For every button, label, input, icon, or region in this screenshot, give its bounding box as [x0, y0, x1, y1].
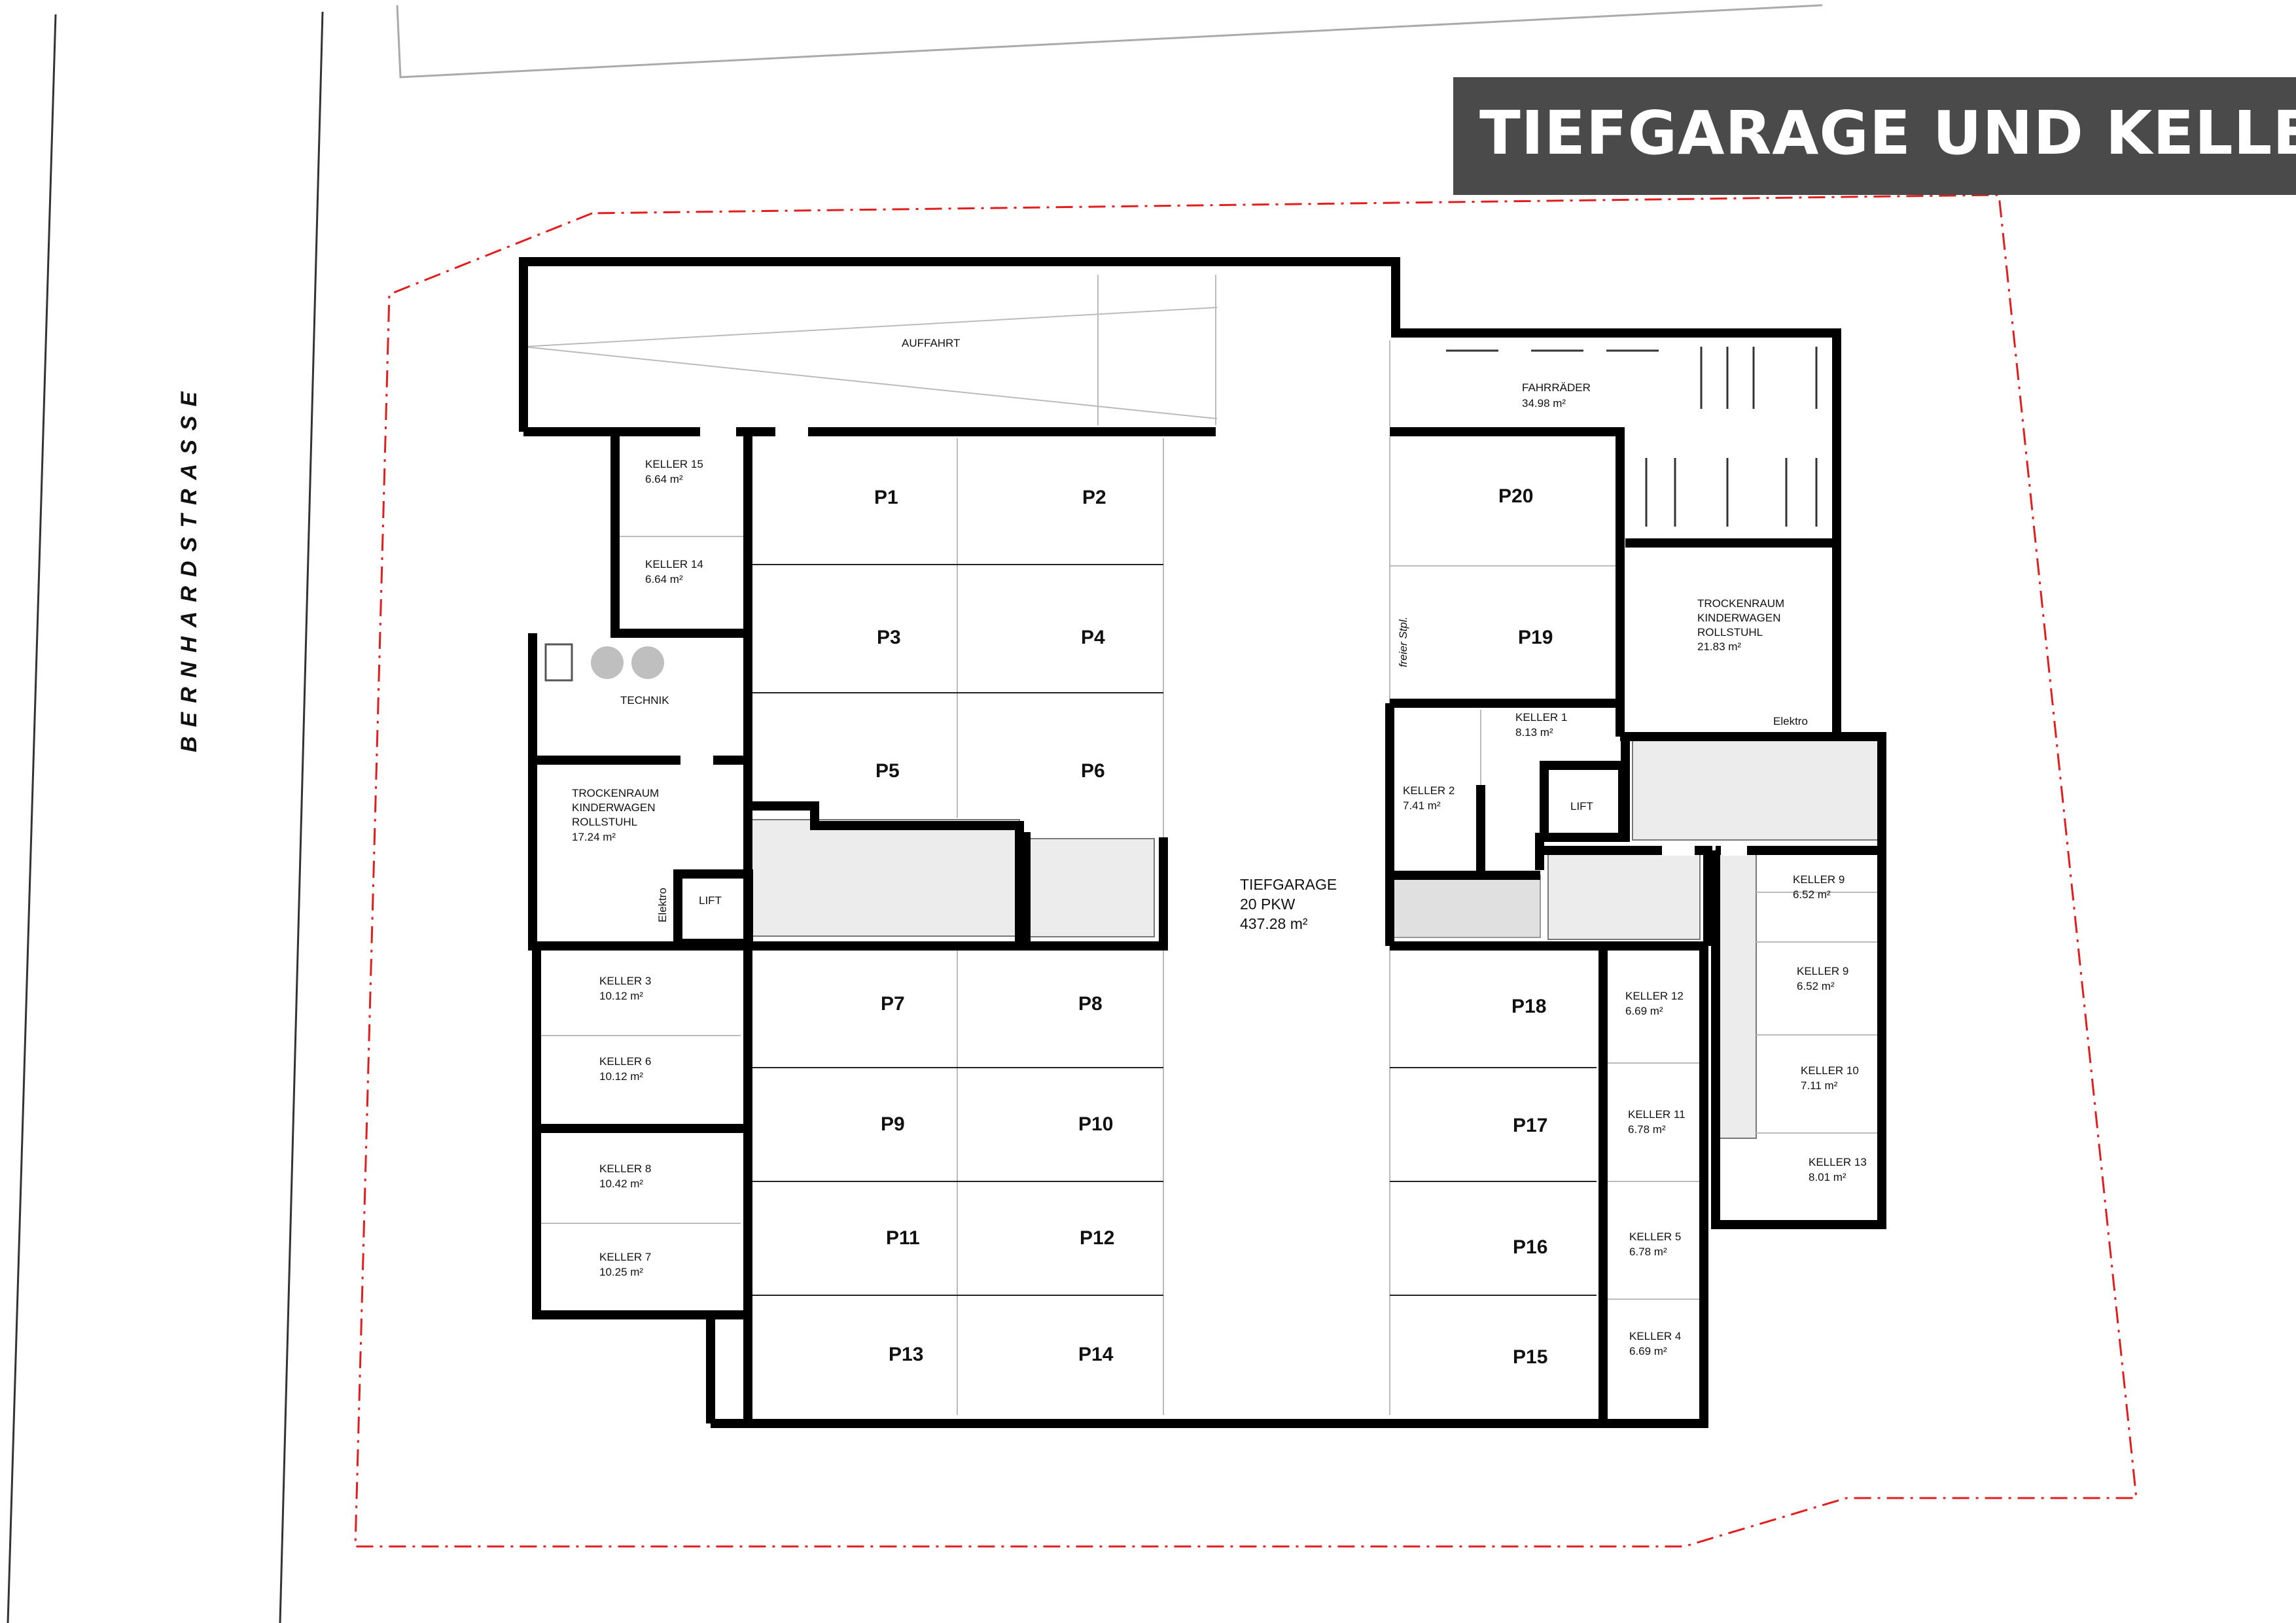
- parking-space-label: P20: [1498, 485, 1533, 507]
- keller-name: KELLER 12: [1625, 990, 1684, 1002]
- keller-name: KELLER 7: [599, 1251, 651, 1263]
- keller-labels: KELLER 15 6.64 m² KELLER 14 6.64 m² KELLER 3…: [599, 458, 1867, 1357]
- keller-area: 8.13 m²: [1515, 726, 1553, 739]
- keller-area: 6.52 m²: [1797, 980, 1835, 992]
- parking-dividers: [751, 564, 1597, 1296]
- label-elektro-r: Elektro: [1773, 715, 1808, 727]
- label-trocken-r-3: ROLLSTUHL: [1697, 626, 1763, 638]
- parking-space-label: P16: [1513, 1236, 1547, 1258]
- parking-space-label: P2: [1082, 487, 1106, 508]
- keller-area: 6.78 m²: [1628, 1123, 1666, 1136]
- label-elektro-l: Elektro: [656, 888, 669, 922]
- room-labels: AUFFAHRT FAHRRÄDER 34.98 m² TROCKENRAUM …: [572, 337, 1808, 932]
- parking-space-label: P5: [875, 760, 900, 782]
- parking-space-label: P10: [1078, 1113, 1113, 1135]
- keller-area: 6.69 m²: [1625, 1005, 1663, 1017]
- street-name: BERNHARDSTRASSE: [177, 382, 202, 752]
- keller-area: 6.64 m²: [645, 473, 683, 485]
- parking-space-label: P12: [1080, 1227, 1114, 1249]
- label-lift-r: LIFT: [1570, 800, 1593, 812]
- neighbour-boundary: [396, 4, 1823, 79]
- keller-name: KELLER 10: [1801, 1064, 1859, 1077]
- keller-name: KELLER 4: [1629, 1330, 1681, 1342]
- keller-area: 10.12 m²: [599, 1070, 643, 1083]
- label-trocken-r-2: KINDERWAGEN: [1697, 612, 1781, 624]
- label-trocken-r-1: TROCKENRAUM: [1697, 597, 1784, 610]
- label-trocken-l-area: 17.24 m²: [572, 831, 616, 843]
- parking-space-label: P8: [1078, 993, 1103, 1015]
- keller-area: 10.42 m²: [599, 1178, 643, 1190]
- keller-area: 10.12 m²: [599, 990, 643, 1002]
- label-lift-l: LIFT: [699, 894, 722, 907]
- keller-name: KELLER 8: [599, 1162, 651, 1175]
- label-fahrraeder-area: 34.98 m²: [1522, 397, 1566, 410]
- keller-name: KELLER 9: [1797, 965, 1848, 977]
- technik-equipment: [544, 643, 664, 682]
- label-trocken-l-1: TROCKENRAUM: [572, 787, 659, 799]
- parking-space-label: P15: [1513, 1346, 1547, 1368]
- keller-area: 7.41 m²: [1403, 799, 1441, 812]
- page-title: TIEFGARAGE UND KELLER: [1479, 98, 2296, 168]
- keller-name: KELLER 1: [1515, 711, 1567, 724]
- keller-area: 7.11 m²: [1801, 1079, 1838, 1092]
- keller-name: KELLER 3: [599, 975, 651, 987]
- title-banner: TIEFGARAGE UND KELLER: [1453, 77, 2296, 195]
- keller-name: KELLER 6: [599, 1055, 651, 1068]
- parking-space-label: P9: [881, 1113, 905, 1135]
- parking-space-label: P6: [1081, 760, 1105, 782]
- street-lines: [7, 11, 324, 1623]
- parking-space-label: P1: [874, 487, 898, 508]
- keller-name: KELLER 15: [645, 458, 703, 470]
- parking-space-label: P17: [1513, 1115, 1547, 1136]
- label-trocken-l-3: ROLLSTUHL: [572, 816, 637, 828]
- keller-area: 6.78 m²: [1629, 1246, 1667, 1258]
- label-garage-1: TIEFGARAGE: [1240, 876, 1337, 893]
- interior-lines: [523, 275, 1881, 1415]
- property-line: [354, 194, 2138, 1548]
- keller-name: KELLER 2: [1403, 784, 1455, 797]
- hatched-passage: [1389, 875, 1541, 938]
- keller-name: KELLER 11: [1628, 1108, 1686, 1121]
- keller-area: 10.25 m²: [599, 1266, 643, 1278]
- label-technik: TECHNIK: [620, 694, 669, 707]
- keller-name: KELLER 5: [1629, 1230, 1681, 1243]
- keller-name: KELLER 13: [1809, 1156, 1867, 1168]
- keller-area: 6.64 m²: [645, 573, 683, 585]
- keller-name: KELLER 14: [645, 558, 703, 570]
- keller-name: KELLER 9: [1793, 873, 1845, 886]
- parking-space-label: P3: [877, 627, 901, 648]
- parking-space-label: P13: [889, 1344, 923, 1365]
- label-freier: freier Stpl.: [1397, 617, 1409, 667]
- keller-area: 8.01 m²: [1809, 1171, 1846, 1183]
- label-fahrraeder: FAHRRÄDER: [1522, 381, 1591, 394]
- label-garage-2: 20 PKW: [1240, 896, 1296, 913]
- parking-space-label: P14: [1078, 1344, 1114, 1365]
- bike-racks: [1446, 347, 1818, 527]
- parking-space-label: P4: [1081, 627, 1105, 648]
- parking-space-label: P11: [886, 1227, 920, 1249]
- keller-area: 6.69 m²: [1629, 1345, 1667, 1357]
- walls: [519, 257, 1886, 1428]
- parking-space-label: P18: [1511, 996, 1546, 1017]
- parking-space-label: P19: [1518, 627, 1553, 648]
- label-auffahrt: AUFFAHRT: [902, 337, 960, 349]
- label-trocken-l-2: KINDERWAGEN: [572, 801, 656, 814]
- keller-area: 6.52 m²: [1793, 888, 1831, 901]
- parking-space-label: P7: [881, 993, 905, 1015]
- label-garage-3: 437.28 m²: [1240, 915, 1308, 932]
- label-trocken-r-area: 21.83 m²: [1697, 640, 1741, 653]
- door-openings: [680, 427, 1747, 856]
